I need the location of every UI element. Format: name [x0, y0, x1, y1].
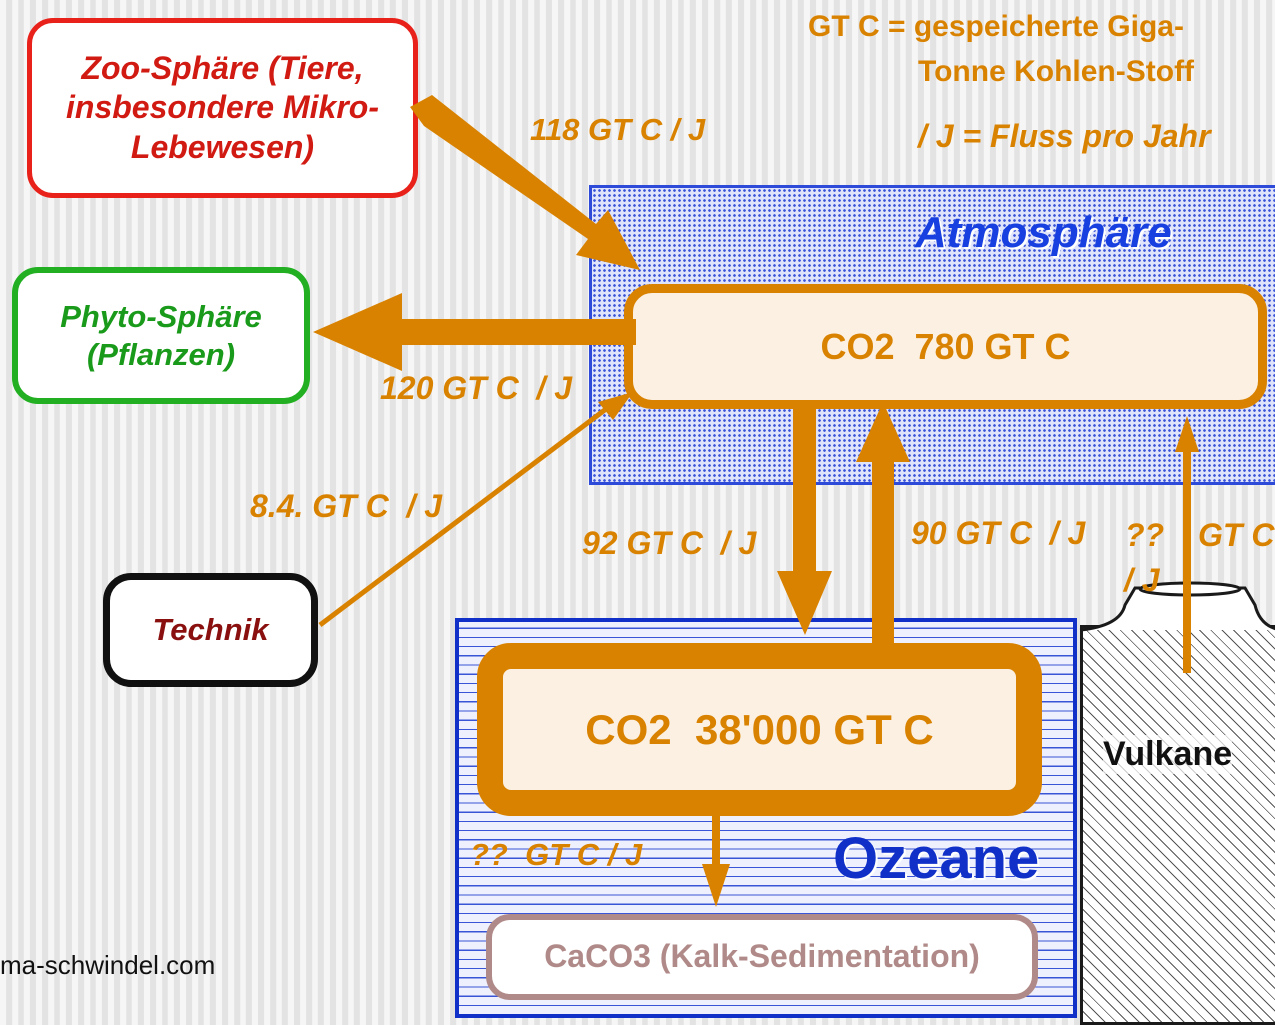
legend-line-1: GT C = gespeicherte Giga- — [808, 10, 1184, 43]
technik-label: Technik — [152, 612, 269, 648]
from-ocean-flow-shaft — [872, 460, 894, 648]
volcano-flow-head — [1175, 416, 1199, 452]
atmosphere-title: Atmosphäre — [915, 208, 1172, 257]
source-label: ma-schwindel.com — [0, 950, 216, 980]
to-ocean-flow-head — [777, 571, 832, 635]
zoo-flow-label: 118 GT C / J — [530, 112, 706, 147]
ocean-co2-store: CO2 38'000 GT C — [477, 643, 1042, 816]
phyto-flow-label: 120 GT C / J — [380, 370, 573, 406]
to-ocean-flow-shaft — [793, 405, 816, 573]
technik-box: Technik — [103, 573, 318, 687]
volcano-flow-label-j: / J — [1124, 562, 1160, 598]
phyto-flow-arrow — [313, 293, 636, 371]
to-ocean-flow-label: 92 GT C / J — [582, 525, 757, 561]
legend-line-2: Tonne Kohlen-Stoff — [918, 55, 1195, 88]
volcano-flow-label-q: ?? — [1125, 517, 1165, 553]
ocean-title: Ozeane — [833, 826, 1040, 891]
technik-flow-head — [598, 392, 633, 420]
zoo-line-3: Lebewesen) — [130, 128, 315, 165]
zoo-line-1: Zoo-Sphäre (Tiere, — [81, 50, 364, 87]
sediment-flow-label: ?? GT C / J — [470, 837, 643, 872]
volcano-flow-label-unit: GT C — [1198, 517, 1275, 553]
volcano-region — [1080, 625, 1275, 1025]
volcano-title: Vulkane — [1103, 735, 1233, 774]
sediment-label: CaCO3 (Kalk-Sedimentation) — [544, 938, 980, 975]
from-ocean-flow-label: 90 GT C / J — [911, 515, 1086, 551]
phyto-sphere-box: Phyto-Sphäre (Pflanzen) — [12, 267, 310, 404]
ocean-co2-label: CO2 38'000 GT C — [585, 705, 934, 753]
atmosphere-co2-store: CO2 780 GT C — [624, 284, 1267, 409]
volcano-flow-shaft — [1183, 448, 1191, 673]
phyto-line-2: (Pflanzen) — [86, 336, 236, 372]
legend-line-3: / J = Fluss pro Jahr — [918, 118, 1211, 154]
technik-flow-line — [318, 404, 612, 627]
from-ocean-flow-head — [856, 402, 910, 462]
sediment-flow-shaft — [712, 811, 720, 868]
atmosphere-co2-label: CO2 780 GT C — [820, 325, 1071, 367]
zoo-line-2: insbesondere Mikro- — [66, 89, 379, 126]
phyto-line-1: Phyto-Sphäre — [60, 298, 262, 334]
sediment-box: CaCO3 (Kalk-Sedimentation) — [486, 914, 1038, 1000]
zoo-flow-arrow — [410, 95, 640, 270]
technik-flow-label: 8.4. GT C / J — [250, 488, 443, 524]
zoo-sphere-box: Zoo-Sphäre (Tiere, insbesondere Mikro- L… — [27, 18, 418, 198]
sediment-flow-head — [702, 864, 730, 907]
